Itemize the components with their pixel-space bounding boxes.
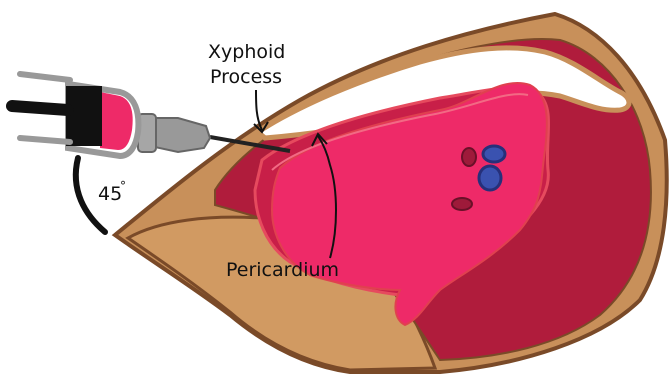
angle-degree-symbol: ° xyxy=(120,179,126,193)
vessel-blue-2 xyxy=(479,166,501,190)
vessel-red-1 xyxy=(462,148,476,166)
syringe-plunger-seal xyxy=(66,86,102,146)
vessel-blue-1 xyxy=(483,146,505,162)
pericardium-label: Pericardium xyxy=(226,259,339,281)
syringe-barrel xyxy=(150,118,210,152)
xyphoid-label-line2: Process xyxy=(210,66,282,88)
syringe-plunger-top xyxy=(12,106,68,110)
xyphoid-label-line1: Xyphoid xyxy=(208,41,285,63)
angle-label: 45 xyxy=(98,183,122,205)
vessel-red-2 xyxy=(452,198,472,210)
